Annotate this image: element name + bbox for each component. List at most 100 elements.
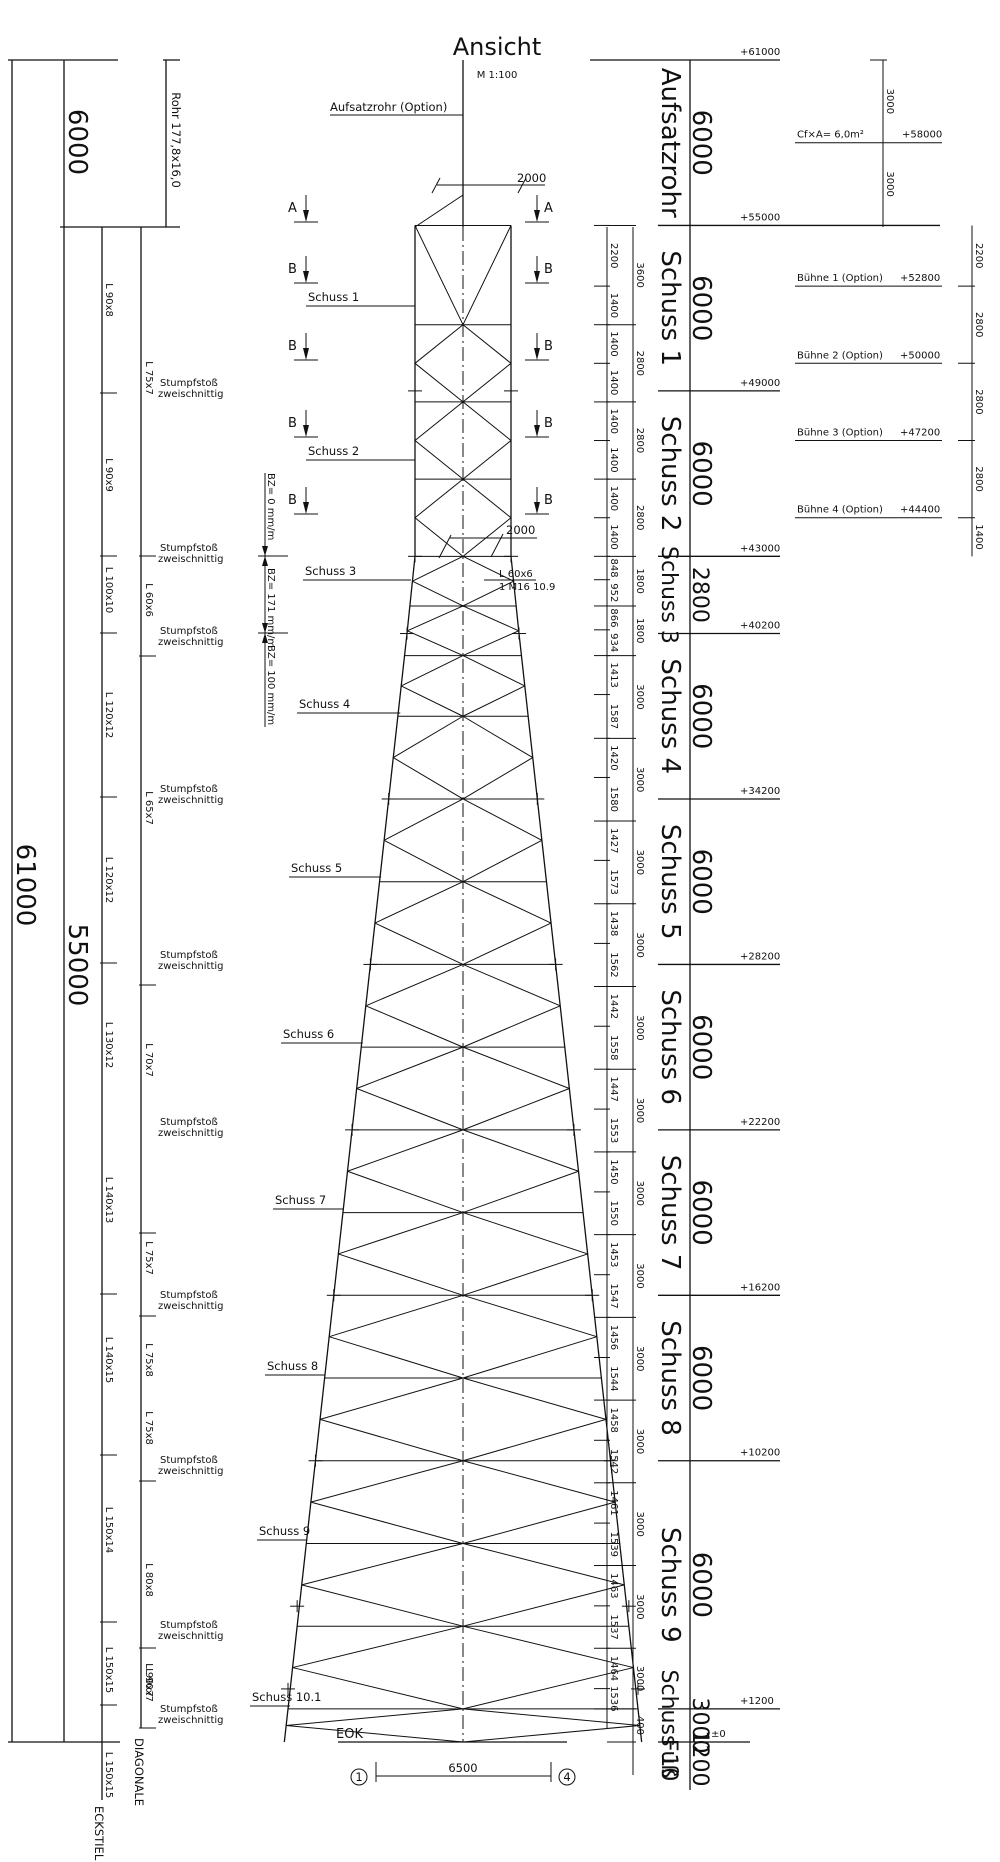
diagonal: [462, 1667, 634, 1710]
segment-level-value: ±0: [711, 1729, 726, 1740]
segment-length: 6000: [686, 1179, 716, 1245]
diagonal: [329, 1336, 464, 1379]
panel-dim-value: 1542: [608, 1449, 619, 1474]
segment-length: 6000: [686, 1345, 716, 1411]
diagonal-profile-label: L 90x7: [143, 1663, 154, 1697]
panel-dim-value: 1558: [608, 1035, 619, 1060]
splice-note: zweischnittig: [158, 389, 224, 400]
diagonal: [383, 798, 464, 841]
platform-spacing: 2800: [973, 466, 984, 491]
panel-dim-value: 400: [634, 1716, 645, 1735]
panel-dim-value: 1536: [608, 1686, 619, 1711]
panel-dim-value: 1547: [608, 1283, 619, 1308]
panel-dim-value: 1463: [608, 1573, 619, 1598]
platform-label: Bühne 1 (Option): [797, 273, 883, 284]
diagonal: [462, 963, 561, 1007]
diagonal: [462, 1170, 579, 1214]
diagonal: [286, 1708, 464, 1726]
top-pipe-height-dim: 6000: [62, 109, 92, 175]
segment-level-value: +16200: [740, 1282, 780, 1293]
leg-profile-label: L 140x13: [103, 1177, 114, 1223]
diagonal: [462, 922, 552, 965]
leg-profile-label: L 100x10: [103, 567, 114, 613]
platform-label: Bühne 4 (Option): [797, 505, 883, 516]
segment-name: Schuss 10: [656, 1670, 681, 1782]
diagonal-profile-label: L 75x7: [143, 1241, 154, 1275]
section-marker-arrow-icon: [534, 425, 540, 437]
diagonal: [286, 1724, 464, 1743]
drawing-scale: M 1:100: [477, 70, 518, 81]
panel-dim-value: 3000: [634, 684, 645, 709]
diagonal: [329, 1294, 464, 1338]
segment-length: 2800: [687, 567, 712, 623]
splice-note: zweischnittig: [158, 1631, 224, 1642]
segment-label: Schuss 8: [267, 1359, 318, 1373]
diagonal: [412, 580, 464, 607]
diagonal: [462, 362, 512, 403]
segment-length: 6000: [686, 275, 716, 341]
section-marker-letter: B: [544, 416, 553, 431]
panel-dimension-chains: 2200140014001400140014001400140084895286…: [594, 224, 645, 1775]
panel-dim-value: 3000: [634, 1098, 645, 1123]
splice-note: Stumpfstoß: [160, 1117, 218, 1128]
diagonal: [414, 362, 464, 403]
segment-name: Schuss 6: [655, 989, 685, 1105]
diagonal: [462, 1088, 570, 1131]
leg-profile-label: L 90x9: [103, 458, 114, 492]
panel-dim-value: 3600: [634, 262, 645, 287]
diagonal: [414, 478, 464, 519]
diagonal: [462, 798, 543, 841]
diagonal: [365, 963, 464, 1007]
brace-bolt-label: 1 M16 10.9: [499, 582, 555, 593]
panel-dim-value: 3000: [634, 1666, 645, 1691]
diagonal: [319, 1418, 464, 1462]
segment-label: Schuss 7: [275, 1193, 326, 1207]
panel-dim-value: 1458: [608, 1407, 619, 1432]
panel-dim-value: 866: [608, 608, 619, 627]
section-marker-letter: B: [288, 493, 297, 508]
upper-dim: 3000: [884, 171, 895, 196]
total-height-dim: 61000: [10, 844, 40, 927]
diagonal: [462, 685, 526, 717]
panel-dim-value: 3000: [634, 850, 645, 875]
section-marker-arrow-icon: [303, 271, 309, 283]
transition-width-dim: 2000: [438, 523, 537, 559]
diagonal: [462, 1418, 607, 1462]
platform-level: +47200: [900, 428, 940, 439]
diagonal: [462, 757, 533, 800]
segment-name: Schuss 2: [655, 416, 685, 532]
top-width-label: 2000: [517, 171, 546, 185]
panel-dim-value: 1413: [608, 662, 619, 687]
diagonal: [292, 1667, 464, 1710]
leg-profile-label: L 140x15: [103, 1337, 114, 1383]
panel-dim-value: 848: [608, 558, 619, 577]
splice-note: Stumpfstoß: [160, 1290, 218, 1301]
segment-level-value: +49000: [740, 378, 780, 389]
platform-spacing: 2800: [973, 312, 984, 337]
diagonal-profile-label: L 60x6: [143, 583, 154, 617]
panel-dim-value: 1400: [608, 408, 619, 433]
diagonal-profile-label: L 90x7: [143, 1668, 154, 1702]
panel-dim-value: 1537: [608, 1614, 619, 1639]
diagonal: [407, 605, 464, 632]
top-pipe-strut: [414, 194, 464, 228]
panel-dim-value: 934: [608, 633, 619, 652]
section-marker-letter: A: [288, 201, 297, 216]
panel-dim-value: 1400: [608, 293, 619, 318]
splice-note: Stumpfstoß: [160, 378, 218, 389]
panel-dim-value: 3000: [634, 1346, 645, 1371]
splice-note: Stumpfstoß: [160, 1455, 218, 1466]
diagonal: [414, 324, 464, 364]
panel-dim-value: 1420: [608, 745, 619, 770]
wind-area-label: Cf×A= 6,0m²: [797, 130, 864, 141]
splice-note: Stumpfstoß: [160, 626, 218, 637]
panel-dim-value: 1562: [608, 952, 619, 977]
section-marker-arrow-icon: [303, 210, 309, 222]
leg-caption: ECKSTIEL: [92, 1806, 106, 1861]
diagonal: [292, 1625, 464, 1669]
panel-dim-value: 1400: [608, 370, 619, 395]
panel-dim-value: 1438: [608, 911, 619, 936]
platform-spacing: 2200: [973, 243, 984, 268]
transition-width-label: 2000: [506, 523, 535, 537]
diagonal: [338, 1212, 464, 1255]
